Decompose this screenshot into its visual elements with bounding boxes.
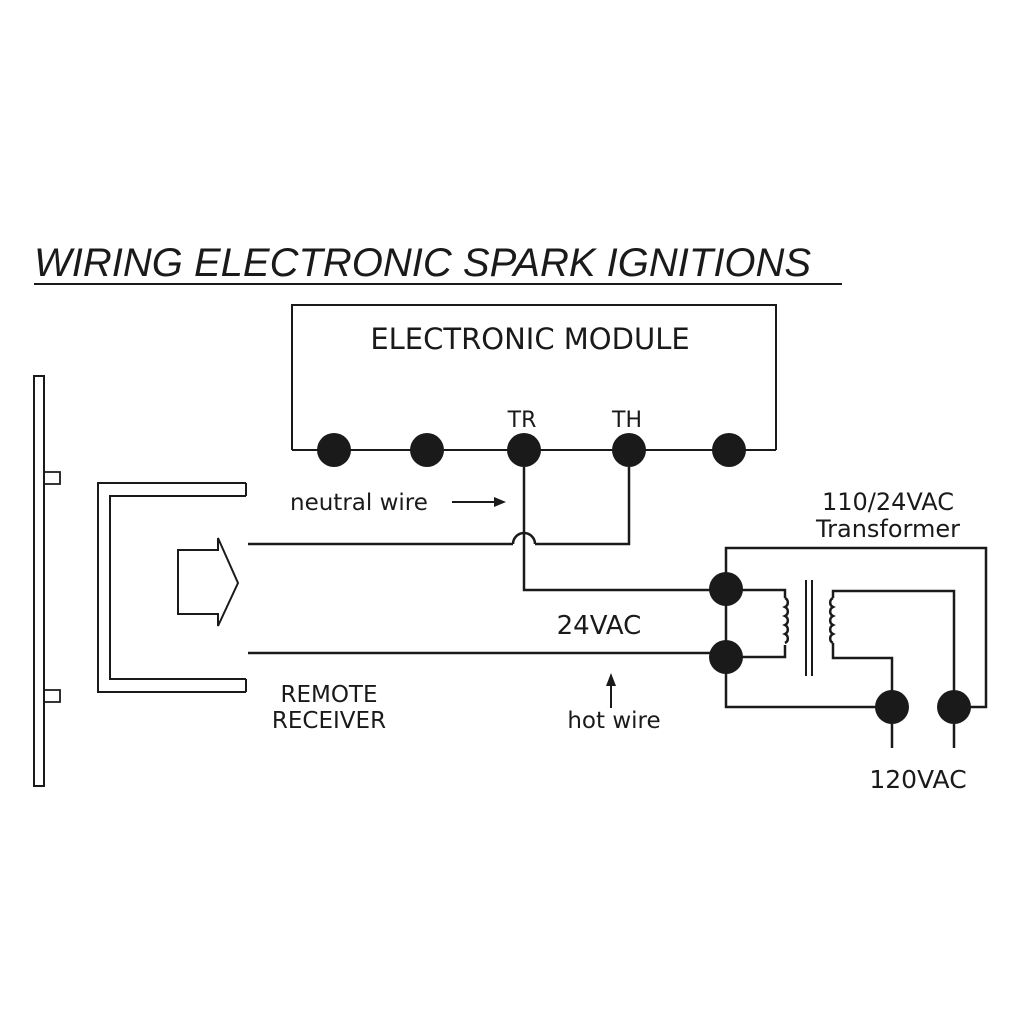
transformer-terminal-top: [709, 572, 743, 606]
hot-wire-label: hot wire: [567, 708, 660, 734]
primary-coil: [782, 596, 790, 645]
primary-lead-top: [726, 588, 787, 598]
transformer-label-line1: 110/24VAC: [822, 488, 954, 516]
transformer-frame: [724, 546, 988, 709]
secondary-lead-top: [831, 589, 956, 707]
remote-receiver-box: [97, 482, 247, 693]
secondary-lead-bottom: [831, 643, 894, 707]
voltage-120-label: 120VAC: [869, 765, 966, 794]
module-terminal-2: [410, 433, 444, 467]
arrow-right-icon: [177, 537, 240, 627]
wall-plate: [33, 375, 61, 787]
transformer-label-line2: Transformer: [815, 515, 960, 543]
tr-label: TR: [507, 408, 537, 433]
transformer-terminal-bottom: [709, 640, 743, 674]
voltage-24-label: 24VAC: [557, 611, 642, 641]
remote-receiver-label-line2: RECEIVER: [272, 708, 386, 734]
remote-receiver-label-line1: REMOTE: [280, 682, 377, 708]
line-terminal-right: [937, 690, 971, 724]
module-terminal-tr: [507, 433, 541, 467]
module-terminal-1: [317, 433, 351, 467]
electronic-module-box: [291, 304, 777, 450]
secondary-coil: [828, 596, 836, 645]
module-terminal-5: [712, 433, 746, 467]
diagram-title: WIRING ELECTRONIC SPARK IGNITIONS: [34, 241, 811, 285]
hot-wire-arrow-icon: [606, 673, 616, 708]
th-wire: [535, 467, 631, 546]
module-label: ELECTRONIC MODULE: [370, 322, 689, 356]
th-label: TH: [611, 408, 642, 433]
neutral-wire: [522, 467, 726, 592]
primary-lead-bottom: [726, 645, 787, 659]
neutral-arrow-icon: [452, 497, 506, 507]
neutral-wire-label: neutral wire: [290, 490, 428, 516]
module-terminal-th: [612, 433, 646, 467]
transformer-frame-bottom: [724, 590, 892, 709]
line-terminal-left: [875, 690, 909, 724]
